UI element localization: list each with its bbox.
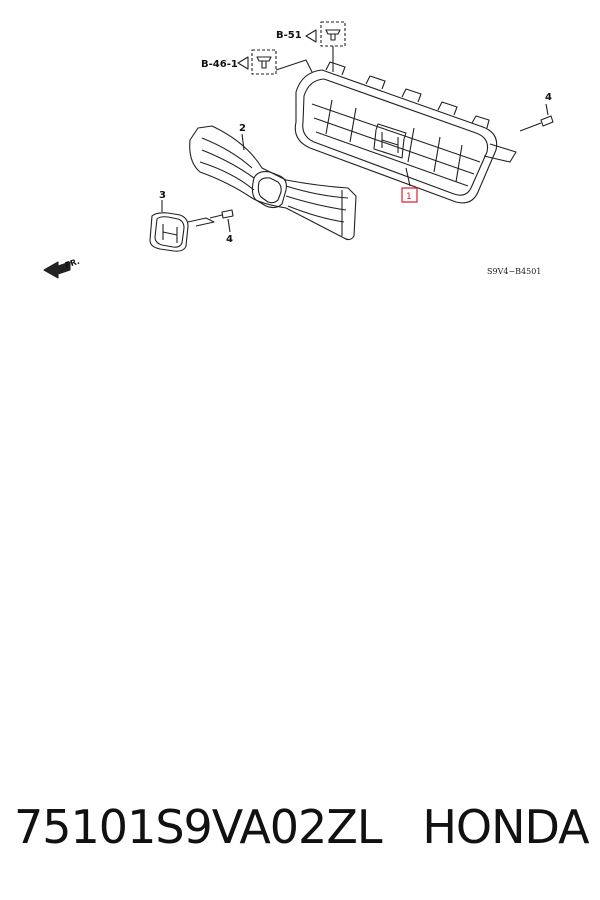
- parts-diagram: B-51 B-46-1 2 3 4 4 1 FR. S9V4−B4501: [43, 21, 554, 279]
- callout-b461: B-46-1: [201, 59, 238, 70]
- fastener-b51: [305, 21, 346, 72]
- front-direction-label: FR.: [64, 257, 81, 270]
- part-caption: 75101S9VA02ZL HONDA: [14, 800, 590, 854]
- callout-part-3: 3: [159, 190, 166, 201]
- part-number: 75101S9VA02ZL: [14, 800, 382, 854]
- callout-part-1: 1: [406, 192, 412, 202]
- screw-right: [519, 103, 554, 132]
- callout-b51: B-51: [276, 30, 302, 41]
- grille-base-frame: [294, 61, 517, 204]
- callout-part-4-right: 4: [545, 92, 552, 103]
- screw-lower: [209, 209, 234, 233]
- front-grille: [189, 125, 357, 241]
- callout-part-4-lower: 4: [226, 234, 233, 245]
- part-1-highlight-box: [401, 187, 418, 203]
- brand-name: HONDA: [422, 800, 589, 854]
- fastener-b461: [237, 49, 313, 75]
- honda-emblem: [149, 200, 215, 252]
- callout-part-2: 2: [239, 123, 246, 134]
- diagram-reference-code: S9V4−B4501: [487, 267, 541, 276]
- front-direction-arrow-icon: [43, 261, 71, 279]
